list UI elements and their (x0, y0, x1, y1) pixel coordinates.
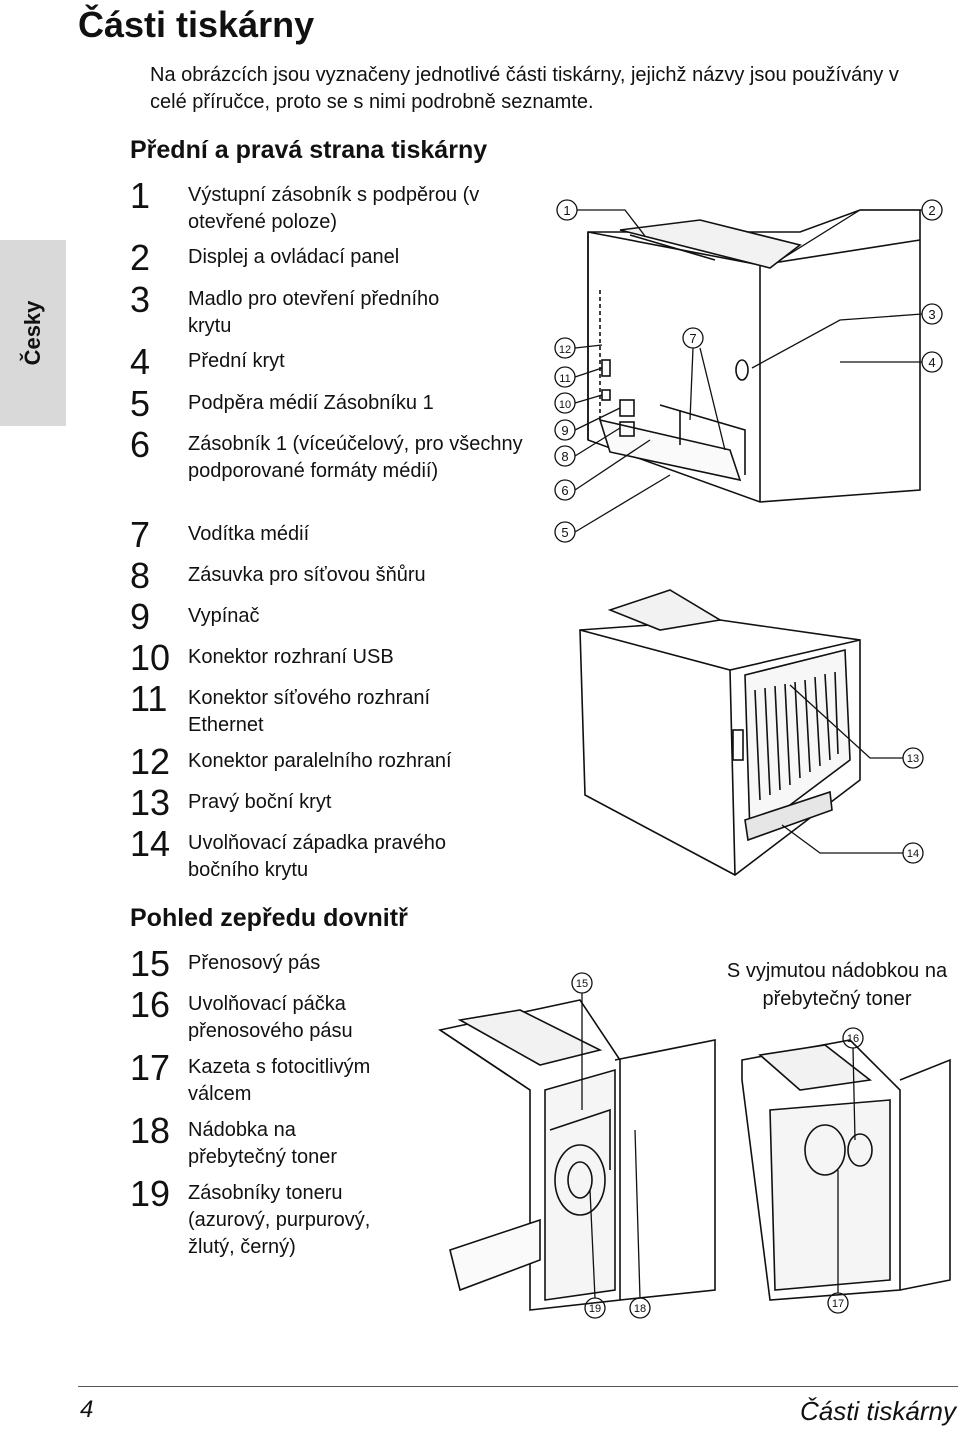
callout-7: 7 (689, 331, 696, 346)
item-number: 1 (130, 175, 151, 216)
item-number: 19 (130, 1173, 171, 1214)
item-text: Madlo pro otevření předního krytu (188, 288, 440, 337)
printer-front-inside-figure: 15 19 18 (437, 972, 716, 1319)
item-number: 4 (130, 341, 151, 382)
item-number: 18 (130, 1110, 171, 1151)
callout-4: 4 (928, 355, 935, 370)
item-number: 11 (130, 678, 168, 719)
item-text: Zásobníky toneru (azurový, purpurový, žl… (188, 1182, 371, 1258)
callout-11: 11 (559, 373, 570, 385)
page-title: Části tiskárny (78, 4, 315, 45)
item-number: 7 (130, 514, 151, 555)
intro-paragraph: Na obrázcích jsou vyznačeny jednotlivé č… (150, 64, 899, 113)
printer-inside-no-waste-figure: 16 17 (741, 1027, 951, 1314)
item-text: Zásuvka pro síťovou šňůru (188, 564, 426, 586)
item-number: 13 (130, 782, 171, 823)
item-number: 15 (130, 943, 171, 984)
item-number: 12 (130, 741, 171, 782)
item-number: 6 (130, 424, 151, 465)
section-heading-front-right: Přední a pravá strana tiskárny (130, 136, 488, 164)
callout-1: 1 (563, 203, 570, 218)
item-text: Konektor paralelního rozhraní (188, 750, 452, 772)
callout-3: 3 (928, 307, 935, 322)
footer-rule (78, 1386, 958, 1387)
callout-6: 6 (561, 483, 568, 498)
item-text: Nádobka na přebytečný toner (188, 1119, 337, 1168)
item-number: 5 (130, 383, 151, 424)
page-number: 4 (80, 1396, 94, 1423)
item-number: 17 (130, 1047, 171, 1088)
item-text: Pravý boční kryt (188, 791, 332, 813)
section-heading-front-inside: Pohled zepředu dovnitř (130, 904, 408, 932)
callout-2: 2 (928, 203, 935, 218)
item-text: Uvolňovací západka pravého bočního krytu (188, 832, 446, 881)
item-text: Konektor rozhraní USB (188, 646, 394, 668)
callout-15: 15 (576, 978, 588, 990)
item-text: Přední kryt (188, 350, 285, 372)
item-text: Vypínač (188, 605, 260, 627)
printer-right-side-figure: 13 14 (579, 589, 924, 876)
callout-5: 5 (561, 525, 568, 540)
callout-18: 18 (634, 1303, 646, 1315)
item-number: 8 (130, 555, 151, 596)
item-text: Výstupní zásobník s podpěrou (v otevřené… (188, 184, 480, 233)
item-text: Kazeta s fotocitlivým válcem (188, 1056, 371, 1105)
callout-17: 17 (832, 1298, 844, 1310)
callout-13: 13 (907, 753, 919, 765)
callout-16: 16 (847, 1033, 859, 1045)
item-text: Uvolňovací páčka přenosového pásu (188, 993, 353, 1042)
figure-caption: S vyjmutou nádobkou na přebytečný toner (726, 960, 948, 1010)
item-text: Podpěra médií Zásobníku 1 (188, 392, 434, 414)
item-number: 14 (130, 823, 171, 864)
item-text: Zásobník 1 (víceúčelový, pro všechny pod… (188, 433, 523, 482)
callout-8: 8 (561, 449, 568, 464)
item-number: 16 (130, 984, 171, 1025)
language-tab-label: Česky (20, 300, 45, 366)
item-number: 3 (130, 279, 151, 320)
callout-12: 12 (559, 344, 571, 356)
callout-9: 9 (561, 423, 568, 438)
language-tab: Česky (0, 240, 66, 426)
item-text: Konektor síťového rozhraní Ethernet (188, 687, 431, 736)
callout-19: 19 (589, 1303, 601, 1315)
printer-front-right-figure: 1 2 3 4 7 12 11 10 9 8 6 5 (554, 199, 943, 543)
item-number: 10 (130, 637, 171, 678)
item-text: Vodítka médií (188, 523, 310, 545)
callout-10: 10 (559, 399, 571, 411)
item-number: 9 (130, 596, 151, 637)
item-text: Displej a ovládací panel (188, 246, 400, 268)
item-text: Přenosový pás (188, 952, 321, 974)
item-number: 2 (130, 237, 151, 278)
footer-title: Části tiskárny (799, 1396, 956, 1426)
callout-14: 14 (907, 848, 919, 860)
